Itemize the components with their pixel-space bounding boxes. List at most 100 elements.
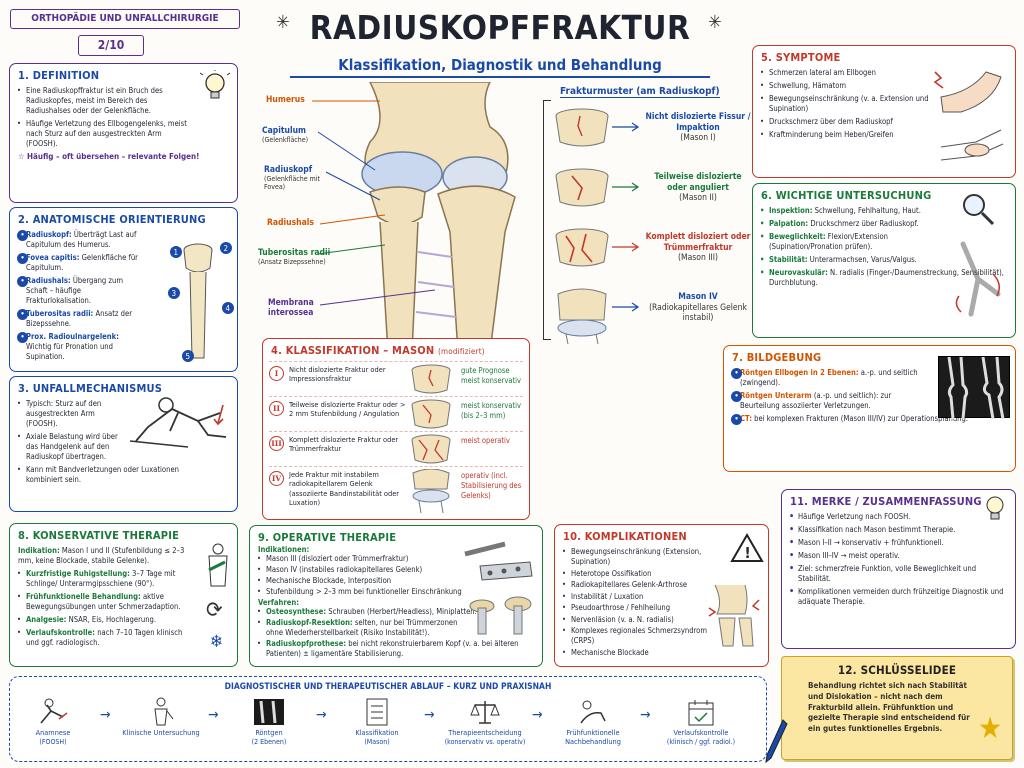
arm-sling-icon [203,542,233,592]
fracture-pattern-row: Nicht dislozierte Fissur / Impaktion(Mas… [552,102,752,160]
workflow-step-label: Therapieentscheidung [448,728,522,737]
anatomy-label-membrana: Membrana interossea [268,298,314,318]
list-item: Palpation: Druckschmerz über Radiuskopf. [760,219,955,229]
list-item: Stabilität: Unterarmachsen, Varus/Valgus… [760,255,955,265]
mason-grade-icon [411,399,451,429]
list-item: Radiuskopf: Überträgt Last auf Capitulum… [17,230,142,250]
fracture-pattern-mason: (Mason I) [680,133,716,144]
list-item: Kann mit Bandverletzungen oder Luxatione… [17,465,217,485]
workflow-step-label: Frühfunktionelle Nachbehandlung [565,728,621,746]
section-heading: 12. SCHLÜSSELIDEE [837,663,957,677]
section-complications: 10. KOMPLIKATIONEN Bewegungseinschränkun… [554,524,769,667]
fracture-pattern-mason: (Mason III) [678,253,718,264]
title-sparkles: ✳ [276,12,290,33]
section-anatomy: 2. ANATOMISCHE ORIENTIERUNG Radiuskopf: … [9,207,238,372]
list-item: Eine Radiuskopffraktur ist ein Bruch des… [17,86,192,116]
list-item: Mason III–IV → meist operativ. [789,551,1007,563]
section-heading: 3. UNFALLMECHANISMUS [18,382,163,395]
workflow-step: Klinische Untersuchung [120,693,202,738]
list-item: Mason III (disloziert oder Trümmerfraktu… [257,554,472,564]
fracture-pattern-row: Teilweise dislozierte oder anguliert(Mas… [552,162,752,220]
mason-grade-therapy: meist operativ [461,436,510,445]
workflow-step-label: Röntgen [255,728,283,737]
section-operative: 9. OPERATIVE THERAPIE Indikationen: Maso… [249,525,543,667]
list-item: Schwellung, Hämatom [760,81,930,91]
section-symptoms: 5. SYMPTOME Schmerzen lateral am Ellboge… [752,45,1016,178]
list-item: Mechanische Blockade [562,648,708,658]
list-item: Kraftminderung beim Heben/Greifen [760,130,930,140]
lightbulb-icon [982,494,1008,528]
xray-image-icon [938,356,1010,420]
workflow-step-sub: (FOOSH) [39,737,67,746]
workflow-step-icon [40,698,68,724]
section-heading: 1. DEFINITION [18,69,100,82]
radius-bone-illustration: 2 1 3 4 5 [168,238,237,371]
mason-grade-description: Komplett dislozierte Fraktur oder Trümme… [289,435,399,454]
svg-text:1: 1 [174,248,179,257]
list-item: Stufenbildung > 2–3 mm bei funktioneller… [257,587,472,597]
list-item: Tuberositas radii: Ansatz der Bizepssehn… [17,309,142,329]
note: ☆ Häufig – oft übersehen – relevante Fol… [18,152,200,162]
list-item: Mason I–II → konservativ + frühfunktione… [789,538,1007,550]
list-item: Neurovaskulär: N. radialis (Finger-/Daum… [760,268,1007,288]
workflow-step-icon [254,699,284,725]
section-key-idea: 12. SCHLÜSSELIDEE Behandlung richtet sic… [781,656,1013,760]
page-number: 2/10 [78,35,144,56]
workflow-step-sub: (2 Ebenen) [251,737,287,746]
list-item: Mason IV (instabiles radiokapitellares G… [257,565,472,575]
mason-grade-badge: II [269,401,284,416]
list-item: Fovea capitis: Gelenkfläche für Capitulu… [17,253,142,273]
list-item: Kurzfristige Ruhigstellung: 3–7 Tage mit… [17,569,197,589]
section-heading: 11. MERKE / ZUSAMMENFASSUNG [790,495,982,508]
indications-heading: Indikationen: [258,545,310,554]
workflow-step: Anamnese(FOOSH) [12,693,94,746]
arrow-right-icon: → [532,707,543,723]
section-heading: 4. KLASSIFIKATION – MASON (modifiziert) [271,344,485,357]
section-heading: 9. OPERATIVE THERAPIE [258,531,397,544]
section-heading: 10. KOMPLIKATIONEN [563,530,687,543]
procedures-heading: Verfahren: [258,598,299,608]
warning-icon: ! [730,532,764,567]
fracture-patterns-bracket [543,100,551,340]
list-item: Bewegungseinschränkung (Extension, Supin… [562,547,708,567]
list-item: Verlaufskontrolle: nach 7–10 Tagen klini… [17,628,197,648]
workflow-step-label: Verlaufskontrolle [673,728,729,737]
fracture-pattern-icon [555,228,609,267]
list-item: Bewegungseinschränkung (v. a. Extension … [760,94,930,114]
workflow-step-label: Klassifikation [355,728,399,737]
implants-icon [460,536,540,640]
list-item: Klassifikation nach Mason bestimmt Thera… [789,525,1007,537]
workflow-step-icon [688,700,714,726]
mason-row: III Komplett dislozierte Fraktur oder Trü… [269,431,523,466]
list-item: Komplexes regionales Schmerzsyndrom (CRP… [562,626,708,646]
workflow-step: Therapieentscheidung(konservativ vs. ope… [444,693,526,746]
svg-text:2: 2 [224,244,229,253]
fracture-pattern-row: Komplett disloziert oder Trümmerfraktur(… [552,222,752,280]
list-item: Prox. Radioulnargelenk: Wichtig für Pron… [17,332,142,362]
list-item: Osteosynthese: Schrauben (Herbert/Headle… [257,607,534,617]
mason-grade-badge: III [269,436,284,451]
fracture-patterns-heading: Frakturmuster (am Radiuskopf) [560,86,720,98]
series-label: ORTHOPÄDIE UND UNFALLCHIRURGIE [10,9,240,29]
workflow-step-icon [366,698,388,726]
workflow-step-icon [154,697,174,726]
arrow-right-icon: → [316,707,327,723]
section-heading: 2. ANATOMISCHE ORIENTIERUNG [18,213,206,226]
painful-elbow-icon [931,52,1011,176]
mason-grade-icon [411,434,451,464]
title-sparkles-right: ✳ [708,12,722,33]
workflow-step-label: Anamnese [35,728,71,737]
svg-text:4: 4 [226,304,231,313]
list-item: Typisch: Sturz auf den ausgestreckten Ar… [17,399,127,429]
workflow-step-icon [580,700,606,724]
fracture-pattern-label: Komplett disloziert oder Trümmerfraktur [645,232,751,253]
section-heading: 8. KONSERVATIVE THERAPIE [18,529,180,542]
mason-grade-icon [411,364,451,394]
anatomy-label-capitulum: Capitulum(Gelenkfläche) [262,126,309,144]
pen-icon [763,718,789,768]
workflow-step: Verlaufskontrolle(klinisch / ggf. radiol… [660,693,742,746]
